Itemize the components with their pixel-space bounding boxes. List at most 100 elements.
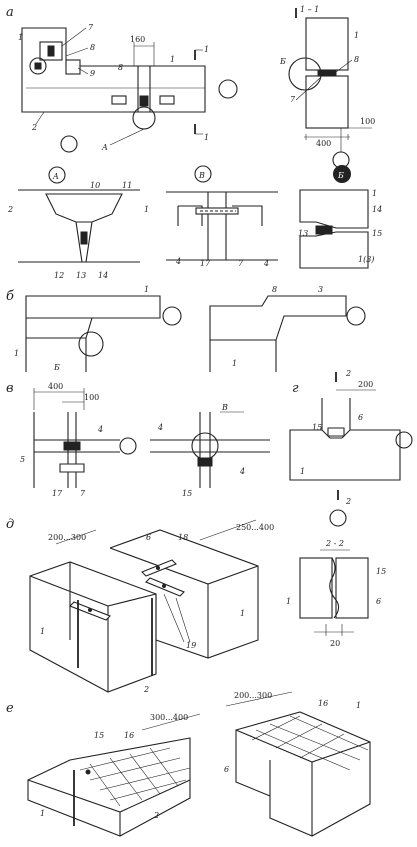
detail-A: A 2 1 10 11 12 13 14	[7, 166, 149, 280]
tie-plate	[59, 463, 85, 473]
lower-wall-panel	[305, 75, 349, 129]
section-2-2-left	[299, 557, 333, 619]
joint-seal	[327, 427, 345, 437]
section-label-v: в	[6, 381, 14, 396]
mark: 1	[144, 285, 149, 294]
detail-A-joint	[75, 221, 93, 263]
mark: 4	[263, 259, 269, 268]
detail-V: В 4 17 7 4	[166, 165, 278, 268]
mark: 16	[124, 731, 134, 740]
block-left-edges	[29, 562, 157, 692]
callout-circle-B	[78, 331, 104, 357]
mark: 1	[170, 55, 175, 64]
mark: 8	[90, 43, 95, 52]
dim-160-line	[133, 42, 155, 66]
mark: 2	[31, 123, 37, 132]
anchor-dot	[88, 608, 92, 612]
callout-circle-V	[191, 432, 219, 460]
panel-b: б Б 1 1 8 3 1	[6, 285, 366, 372]
mark: 7	[290, 95, 296, 104]
block-right	[109, 529, 259, 659]
axis-bubble	[218, 79, 238, 99]
detail-B-seal	[315, 225, 333, 235]
detail-V-brackets	[177, 192, 263, 260]
cut-mark-1-top: 1	[204, 45, 209, 54]
detail-A-label: A	[52, 172, 59, 181]
slab-section	[289, 429, 401, 481]
callout-V-label: В	[221, 403, 228, 412]
block-e-left	[27, 737, 191, 837]
mark: 1	[40, 809, 45, 818]
block-e-right-edges	[235, 729, 371, 836]
section-label-a: а	[6, 5, 14, 20]
mark: 1	[18, 33, 23, 42]
section-label-b: б	[6, 289, 14, 304]
dim-400: 400	[48, 382, 63, 391]
mark: 1	[286, 597, 291, 606]
joint-seal	[63, 441, 81, 451]
mark: 1	[14, 349, 19, 358]
block-e-left-edges	[27, 779, 191, 836]
panel-v: в 400 100 4 5 17 7 В 4 4 15	[6, 381, 270, 498]
section-2-2: 2 - 2 20 1 15 6	[286, 539, 386, 648]
callout-circle-B	[288, 57, 322, 91]
detail-B: Б 1 14 15 13 1(3)	[298, 165, 382, 269]
connection-plate-left	[111, 95, 127, 105]
mark: 7	[238, 259, 244, 268]
corner-joint-node	[29, 57, 47, 75]
panel-e: е 300...400 15 16 1 2 200...300 16 1 6	[6, 691, 371, 837]
corner-connector	[65, 59, 81, 75]
dim-250-400: 250...400	[236, 523, 274, 532]
callout-B-label: Б	[279, 57, 286, 66]
leader	[61, 27, 87, 47]
mark: 6	[376, 597, 381, 606]
mark: 17	[200, 259, 211, 268]
mark: 8	[118, 63, 123, 72]
panel-a-section-1-1: 1 – 1 Б 1 8 7 400 100	[279, 5, 375, 169]
panel-g: г 2 200 2 6 15 1	[289, 369, 413, 527]
right-slab	[209, 295, 347, 341]
leader	[335, 59, 353, 73]
mark: 3	[318, 285, 323, 294]
mark: 18	[178, 533, 188, 542]
upper-wall-panel	[305, 17, 349, 71]
detail-V-outline	[166, 191, 278, 261]
dim-400-line	[33, 388, 85, 410]
callout-B-label: Б	[53, 363, 60, 372]
cut-mark-1-bottom: 1	[204, 133, 209, 142]
mark: 1	[144, 205, 149, 214]
detail-B-lower-panel	[299, 231, 369, 269]
mark: 7	[80, 489, 86, 498]
anchor-dot	[162, 584, 166, 588]
reinforcement-grid	[251, 715, 369, 771]
axis-bubble	[60, 135, 78, 153]
anchor-dot	[156, 566, 160, 570]
block-left	[29, 561, 157, 693]
embedded-plate	[47, 45, 55, 57]
joint-seal	[197, 457, 213, 467]
detail-B-upper-panel	[299, 189, 369, 229]
leader	[65, 47, 89, 57]
mark: 1	[40, 627, 45, 636]
reinforcement-grid	[79, 747, 191, 807]
upper-wall	[321, 398, 351, 430]
dim-200: 200	[358, 380, 373, 389]
callout-circle-A	[132, 106, 156, 130]
section-label-e: е	[6, 701, 14, 716]
connection-plate-right	[159, 95, 175, 105]
vertical-joint	[137, 66, 151, 112]
mark: 1	[232, 359, 237, 368]
insulation-liner	[45, 193, 123, 223]
section-title-2-2: 2 - 2	[325, 539, 344, 548]
mark: 15	[94, 731, 104, 740]
mark: 5	[20, 455, 25, 464]
mark: 4	[239, 467, 245, 476]
corner-weld	[34, 62, 42, 70]
detail-V-label: В	[198, 171, 205, 180]
mark: 2	[153, 811, 159, 820]
axis-bubble	[162, 306, 182, 326]
mark: 4	[97, 425, 103, 434]
mark: 2	[7, 205, 13, 214]
mark: 1(3)	[358, 255, 374, 264]
